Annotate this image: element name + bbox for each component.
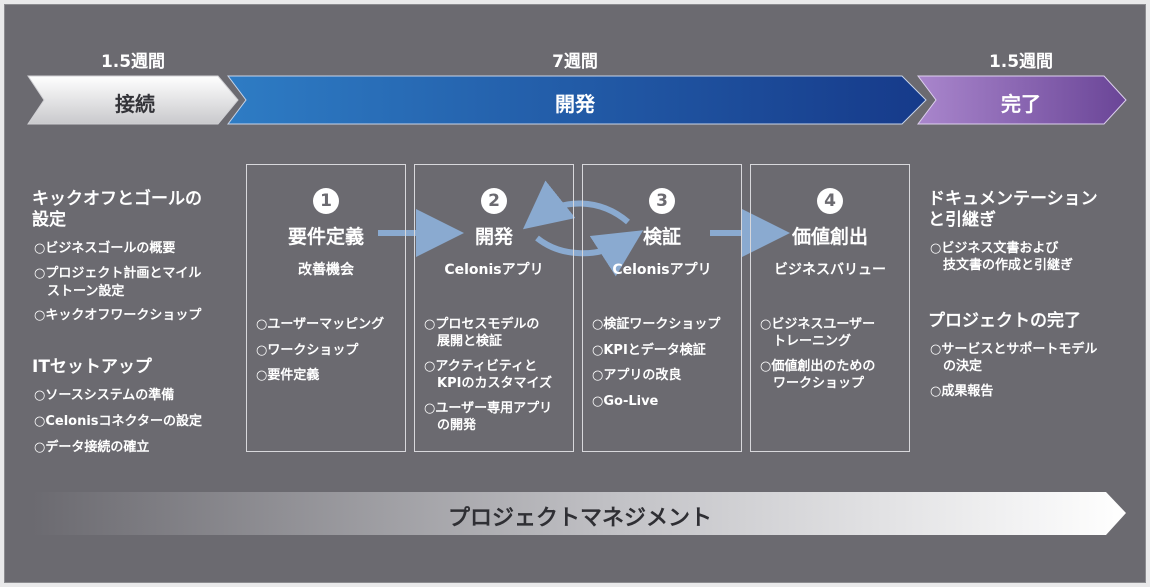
left-item: ○ビジネスゴールの概要 (34, 241, 176, 256)
complete-phase-label: 完了 (1001, 92, 1041, 116)
connect-duration: 1.5週間 (100, 52, 166, 72)
right-item: ○成果報告 (930, 384, 994, 399)
develop-duration: 7週間 (552, 52, 598, 72)
stage-title-3: 検証 (642, 226, 681, 248)
stage-box-validation (582, 164, 742, 452)
stage4-item: トレーニング (760, 334, 852, 349)
stage3-item: ○Go-Live (592, 394, 659, 409)
stage1-item: ○ユーザーマッピング (256, 317, 385, 332)
stage4-item: ワークショップ (760, 376, 865, 391)
stage-box-value (750, 164, 910, 452)
stage3-item: ○アプリの改良 (592, 368, 682, 383)
stage4-item: ○ビジネスユーザー (760, 317, 876, 332)
stage-number-2: 2 (481, 188, 507, 214)
project-completion-title: プロジェクトの完了 (928, 311, 1081, 331)
right-item: 技文書の作成と引継ぎ (930, 258, 1074, 273)
stage-title-1: 要件定義 (287, 226, 364, 248)
complete-phase-arrow (917, 75, 1127, 125)
stage-subtitle-3: Celonisアプリ (612, 262, 712, 278)
stage2-item: ○ユーザー専用アプリ (424, 401, 553, 416)
stage-box-requirements (246, 164, 406, 452)
connect-phase-arrow (27, 75, 239, 125)
stage-number-4: 4 (817, 188, 843, 214)
develop-phase-arrow (227, 75, 927, 125)
stage-title-4: 価値創出 (791, 226, 868, 248)
left-item: ○プロジェクト計画とマイル (34, 266, 202, 281)
stage-box-development (414, 164, 574, 452)
complete-duration: 1.5週間 (988, 52, 1054, 72)
stage2-item: KPIのカスタマイズ (424, 376, 553, 391)
documentation-title: ドキュメンテーション と引継ぎ (928, 189, 1098, 230)
left-item: ○キックオフワークショップ (34, 308, 202, 323)
stage4-item: ○価値創出のための (760, 359, 876, 374)
left-item: ○Celonisコネクターの設定 (34, 414, 203, 429)
connect-phase-label: 接続 (115, 92, 155, 116)
stage2-item: ○プロセスモデルの (424, 317, 540, 332)
stage-number-3: 3 (649, 188, 675, 214)
left-item: ストーン設定 (34, 284, 125, 299)
kickoff-title: キックオフとゴールの 設定 (32, 189, 202, 230)
stage2-item: の開発 (424, 418, 477, 433)
right-item: の決定 (930, 359, 983, 374)
project-management-label: プロジェクトマネジメント (447, 506, 712, 531)
stage-subtitle-2: Celonisアプリ (444, 262, 544, 278)
cycle-arrow-bottom (535, 230, 644, 277)
stage-subtitle-1: 改善機会 (298, 262, 354, 278)
stage1-item: ○要件定義 (256, 368, 320, 383)
project-management-arrow (32, 492, 1126, 535)
stage-number-1: 1 (313, 188, 339, 214)
cycle-arrow-top (522, 180, 630, 230)
develop-phase-label: 開発 (555, 92, 595, 116)
right-item: ○ビジネス文書および (930, 241, 1059, 256)
stage1-item: ○ワークショップ (256, 343, 359, 358)
right-item: ○サービスとサポートモデル (930, 342, 1098, 357)
stage-title-2: 開発 (474, 226, 513, 248)
it-setup-title: ITセットアップ (32, 357, 152, 377)
stage3-item: ○検証ワークショップ (592, 317, 721, 332)
stage2-item: 展開と検証 (424, 334, 503, 349)
stage2-item: ○アクティビティと (424, 359, 538, 374)
left-item: ○データ接続の確立 (34, 440, 150, 455)
left-item: ○ソースシステムの準備 (34, 388, 175, 403)
stage3-item: ○KPIとデータ検証 (592, 343, 706, 358)
stage-subtitle-4: ビジネスバリュー (774, 262, 886, 278)
